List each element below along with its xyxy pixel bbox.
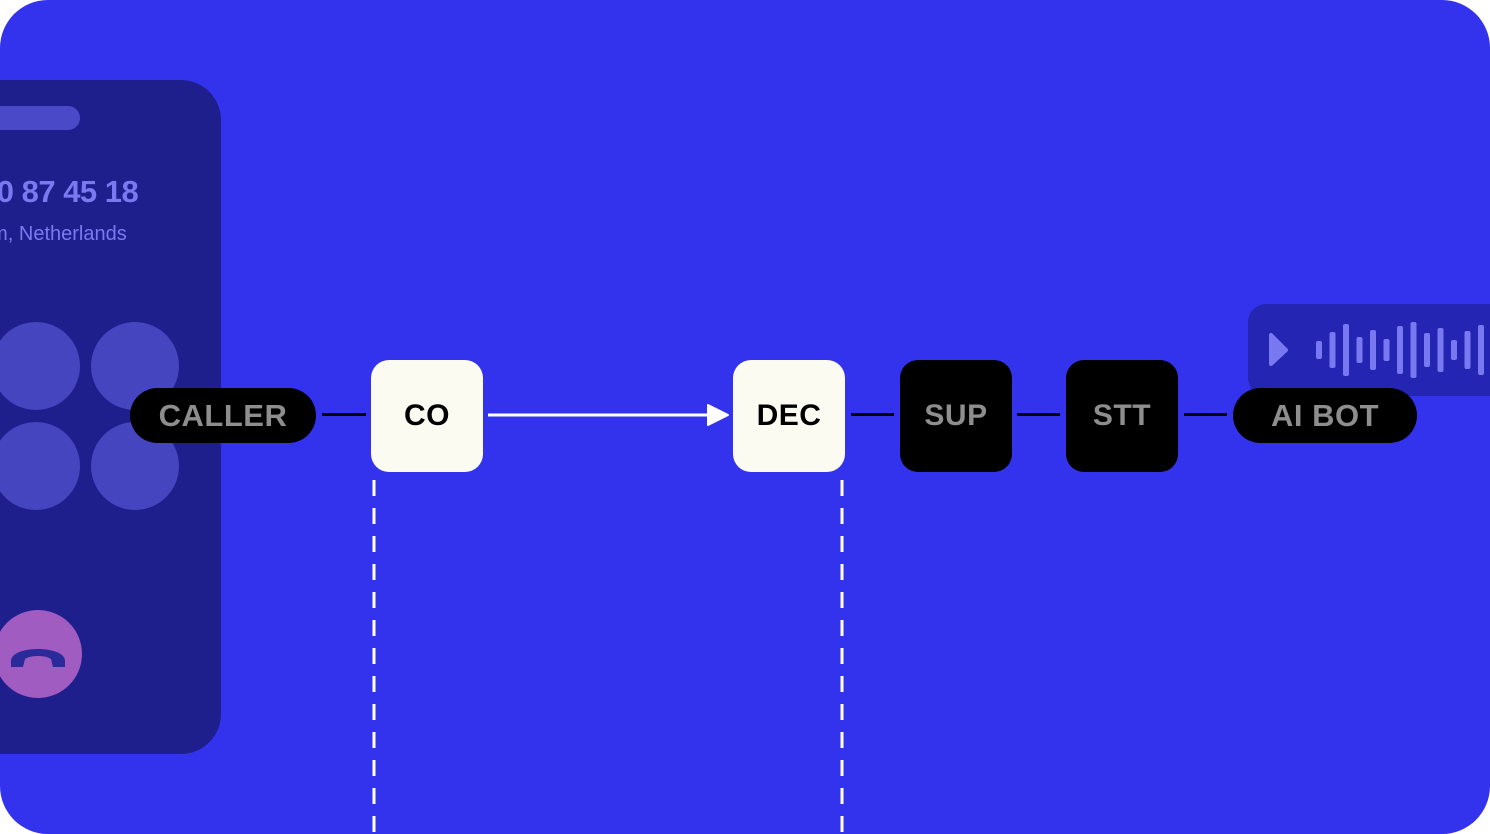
dashed-line-co: [372, 480, 376, 834]
phone-hangup-icon: [11, 649, 65, 667]
phone-location: am, Netherlands: [0, 223, 127, 245]
phone-number: 20 87 45 18: [0, 174, 139, 209]
arrow-co-to-dec: [488, 404, 729, 426]
node-caller: CALLER: [130, 388, 316, 443]
node-sup: SUP: [900, 360, 1012, 472]
hangup-button[interactable]: [0, 610, 82, 698]
dashed-line-dec: [840, 480, 844, 834]
node-stt: STT: [1066, 360, 1178, 472]
audio-waveform-icon: [1316, 322, 1484, 378]
connector-dec-sup: [851, 413, 894, 416]
connector-stt-aibot: [1184, 413, 1227, 416]
node-ai-bot: AI BOT: [1233, 388, 1417, 443]
keypad-key[interactable]: [0, 322, 80, 410]
play-icon: [1269, 333, 1288, 366]
node-dec: DEC: [733, 360, 845, 472]
connector-sup-stt: [1017, 413, 1060, 416]
audio-waveform-panel: [1248, 304, 1490, 396]
phone-notch: [0, 106, 80, 130]
connector-caller-co: [322, 413, 366, 416]
node-co: CO: [371, 360, 483, 472]
keypad-key[interactable]: [0, 422, 80, 510]
